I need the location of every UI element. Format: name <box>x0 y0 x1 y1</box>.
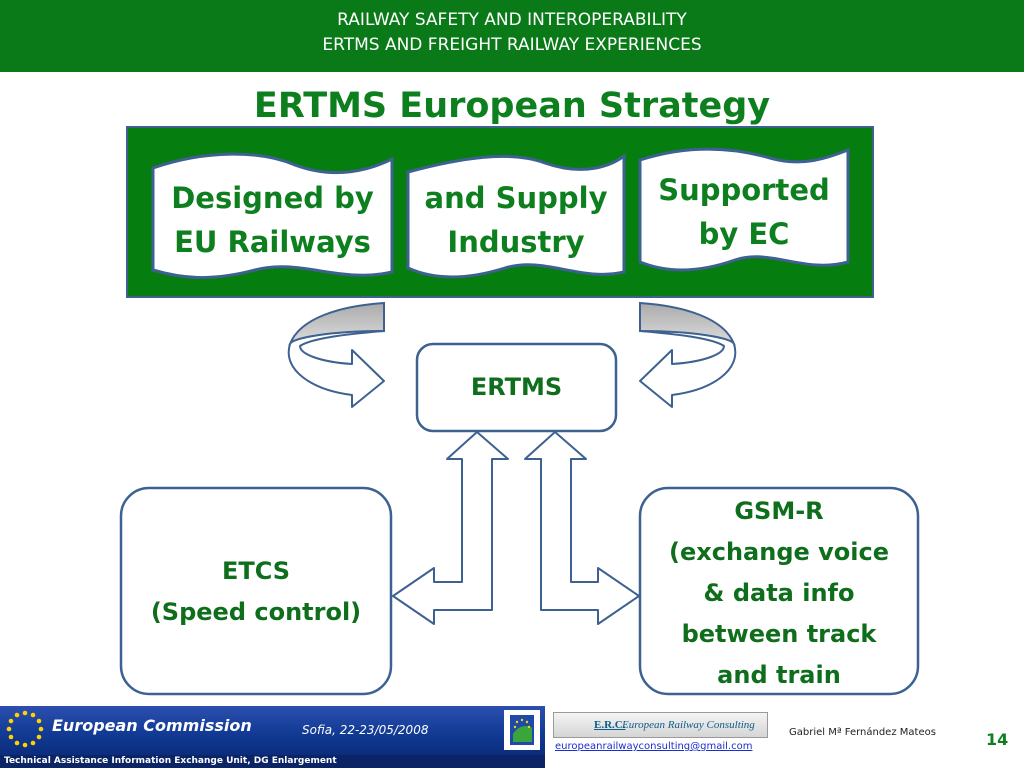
gsmr-line-3: & data info <box>703 579 855 607</box>
author-name: Gabriel Mª Fernández Mateos <box>789 727 936 738</box>
header-line-1: RAILWAY SAFETY AND INTEROPERABILITY <box>337 10 687 30</box>
document-supported-line-1: Supported <box>658 173 830 207</box>
eu-enlargement-logo-icon <box>504 710 540 750</box>
erc-logo: E.R.C. European Railway Consulting <box>553 712 768 738</box>
gsmr-line-5: and train <box>717 661 841 689</box>
gsmr-line-1: GSM-R <box>734 497 824 525</box>
document-supply-line-1: and Supply <box>424 181 608 215</box>
technical-assistance-band: Technical Assistance Information Exchang… <box>0 755 545 768</box>
document-supported <box>638 147 850 272</box>
slide-title: ERTMS European Strategy <box>253 86 771 126</box>
document-designed-line-1: Designed by <box>171 181 374 215</box>
ertms-line-1: ERTMS <box>470 373 563 401</box>
gsmr-line-2: (exchange voice <box>669 538 889 566</box>
page-number: 14 <box>986 730 1009 749</box>
eu-stars-icon <box>6 710 44 748</box>
european-commission-band: European Commission Sofia, 22-23/05/2008 <box>0 706 545 755</box>
gsmr-label: GSM-R (exchange voice & data info betwee… <box>640 491 918 696</box>
gsmr-box <box>638 486 920 696</box>
etcs-line-1: ETCS <box>221 557 291 585</box>
document-supported-line-2: by EC <box>698 217 790 251</box>
ertms-label: ERTMS <box>417 367 616 408</box>
european-commission-name: European Commission <box>52 716 252 735</box>
document-designed-line-2: EU Railways <box>174 225 371 259</box>
curved-arrow-left <box>287 301 385 408</box>
email-link[interactable]: europeanrailwayconsulting@gmail.com <box>555 741 753 752</box>
arrow-gsmr-ertms <box>524 431 640 625</box>
footer: European Commission Sofia, 22-23/05/2008… <box>0 706 1024 768</box>
header-bar: RAILWAY SAFETY AND INTEROPERABILITY ERTM… <box>0 0 1024 72</box>
document-supply <box>406 153 626 279</box>
document-supply-line-2: Industry <box>447 225 585 259</box>
erc-abbreviation: E.R.C. <box>594 719 626 731</box>
ertms-box <box>415 342 618 433</box>
header-line-2: ERTMS AND FREIGHT RAILWAY EXPERIENCES <box>322 35 702 55</box>
erc-name: European Railway Consulting <box>622 719 755 731</box>
strategy-diagram <box>119 126 920 696</box>
arrow-etcs-ertms <box>392 431 509 625</box>
etcs-label: ETCS (Speed control) <box>121 551 391 633</box>
gsmr-line-4: between track <box>681 620 877 648</box>
event-date: Sofia, 22-23/05/2008 <box>302 723 429 737</box>
etcs-line-2: (Speed control) <box>150 598 362 626</box>
document-designed-label: Designed by EU Railways <box>153 176 392 264</box>
curved-arrow-right <box>639 301 737 408</box>
document-supported-label: Supported by EC <box>640 168 848 256</box>
document-designed <box>151 152 394 280</box>
document-supply-label: and Supply Industry <box>408 176 624 264</box>
etcs-box <box>119 486 393 696</box>
